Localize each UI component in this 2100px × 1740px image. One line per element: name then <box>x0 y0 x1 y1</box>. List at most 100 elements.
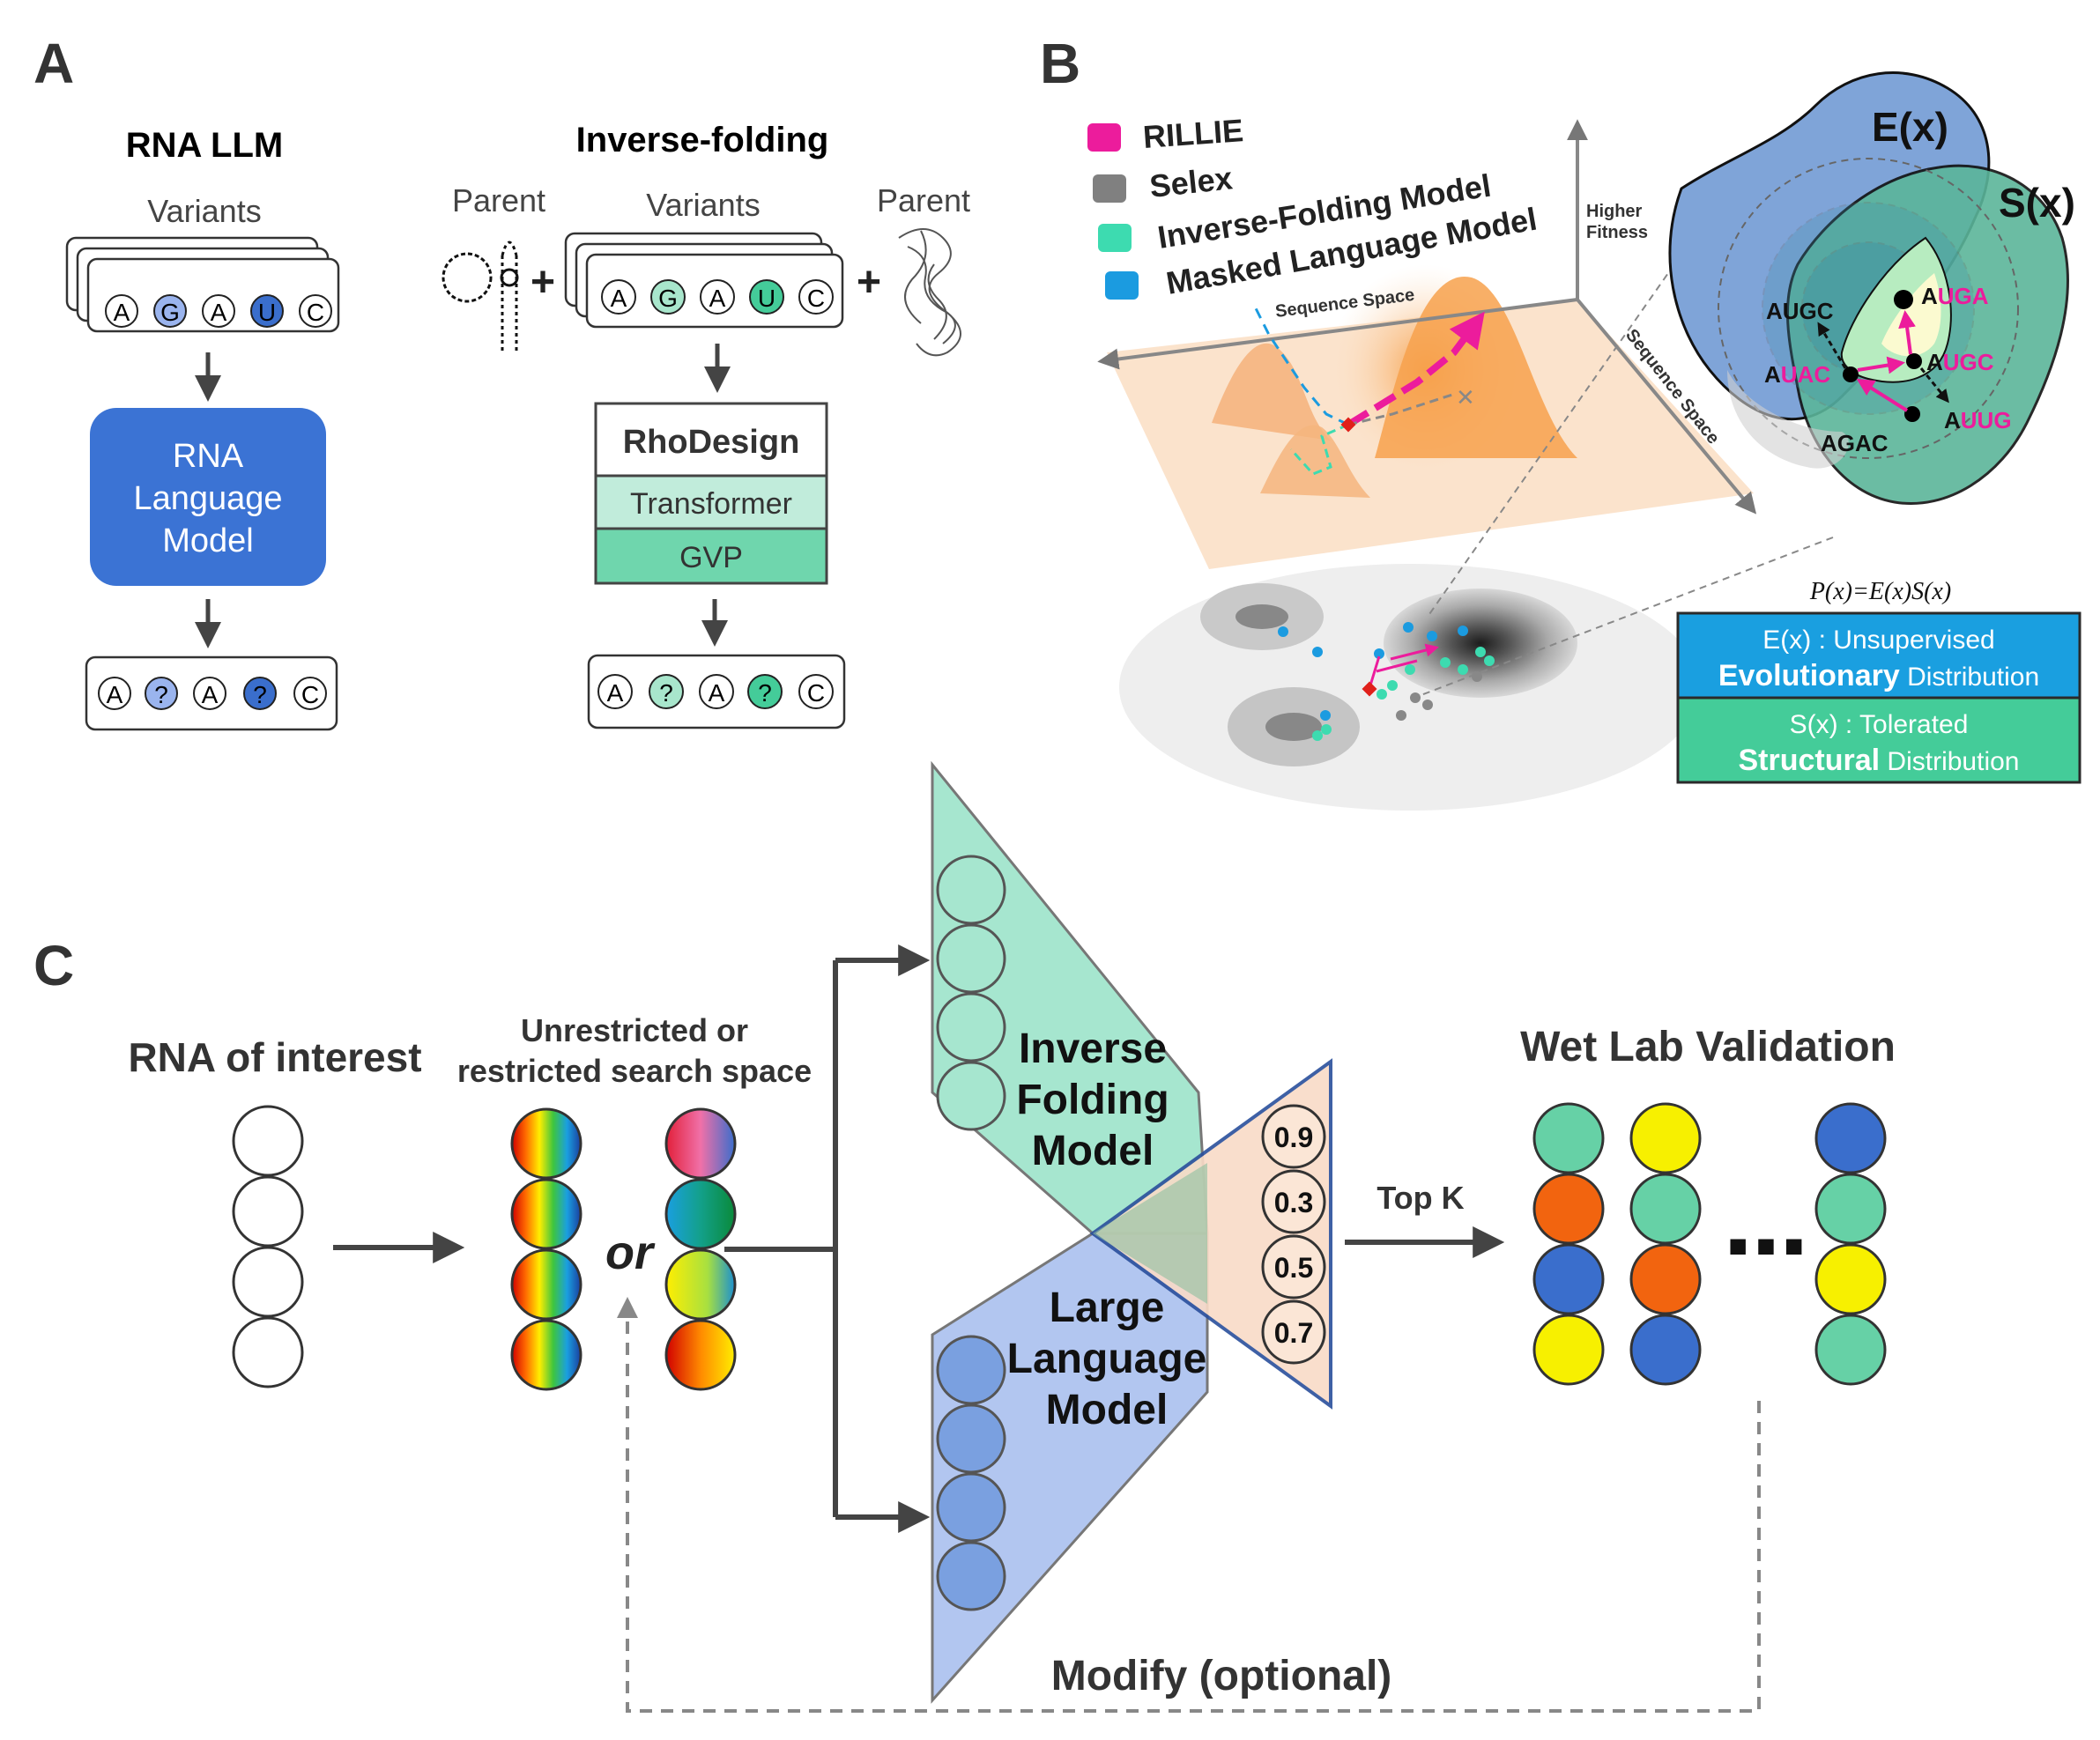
score-3: 0.7 <box>1274 1317 1313 1349</box>
panel-b-label: B <box>1040 32 1080 95</box>
inverse-output-seq: A ? A ? C <box>597 674 834 709</box>
wet-lab-column-3 <box>1814 1102 1887 1386</box>
plus-right: + <box>857 259 881 306</box>
parent-left-label: Parent <box>452 182 545 218</box>
legend-swatch-masked-lm <box>1105 271 1139 300</box>
rna-llm-out-3: ? <box>253 681 267 708</box>
rna-llm-output-seq: A ? A ? C <box>98 677 327 710</box>
inv-in-2: A <box>709 285 726 312</box>
higher-fitness-line2: Fitness <box>1586 223 1648 242</box>
seq-auac: AUAC <box>1764 361 1830 388</box>
rna-llm-model-line-2: Language <box>133 480 282 517</box>
ex-distribution-box <box>1676 611 2081 700</box>
search-space-line1: Unrestricted or <box>521 1012 748 1048</box>
inverse-folding-line1: Inverse <box>1019 1025 1167 1072</box>
seq-agac: AGAC <box>1821 430 1889 456</box>
sx-label: S(x) <box>1999 180 2075 226</box>
sx-box-line2: Structural Distribution <box>1739 744 2020 777</box>
large-language-beads <box>936 1335 1006 1611</box>
rna-language-model-box <box>90 408 326 586</box>
wet-lab-column-1 <box>1532 1102 1605 1386</box>
score-circles: 0.9 0.3 0.5 0.7 <box>1261 1104 1326 1365</box>
rna-llm-out-2: A <box>202 681 219 708</box>
parent-right-label: Parent <box>877 182 970 218</box>
search-space-line2: restricted search space <box>457 1053 812 1089</box>
legend-swatch-inverse-folding <box>1098 224 1132 252</box>
modify-feedback-loop <box>626 1313 1761 1713</box>
inverse-folding-title: Inverse-folding <box>576 121 829 159</box>
rna-llm-in-3: U <box>258 299 276 326</box>
inv-in-4: C <box>807 285 825 312</box>
rna-llm-in-2: A <box>211 299 227 326</box>
legend-swatch-rillie <box>1087 123 1121 152</box>
rhodesign-title: RhoDesign <box>623 424 800 461</box>
inv-out-3: ? <box>758 679 772 707</box>
gvp-label: GVP <box>679 541 743 574</box>
rna-llm-in-1: G <box>160 299 180 326</box>
rna-llm-model-line-3: Model <box>162 522 254 559</box>
seq-augc-top: AUGC <box>1766 298 1834 324</box>
inv-in-0: A <box>611 285 627 312</box>
higher-fitness-line1: Higher <box>1586 202 1643 221</box>
rna-llm-title: RNA LLM <box>126 126 283 165</box>
landscape-trajectories: ✕ <box>1254 307 1485 476</box>
legend-label-selex: Selex <box>1148 159 1235 204</box>
wet-lab-label: Wet Lab Validation <box>1520 1024 1896 1070</box>
inv-out-1: ? <box>659 679 673 707</box>
shadow-plane <box>1119 564 1701 811</box>
restricted-beads <box>664 1107 737 1391</box>
sequence-axis-x <box>1097 298 1578 370</box>
wet-lab-ellipsis: ■ ■ ■ <box>1728 1227 1803 1263</box>
seq-auug: AUUG <box>1944 407 2012 433</box>
rna-llm-out-1: ? <box>154 681 168 708</box>
rna-of-interest-beads <box>232 1105 304 1388</box>
score-0: 0.9 <box>1274 1122 1313 1153</box>
large-language-line1: Large <box>1050 1285 1165 1331</box>
plus-left: + <box>531 259 555 306</box>
wet-lab-column-2 <box>1629 1102 1702 1386</box>
panel-c-label: C <box>33 934 74 997</box>
inverse-folding-line2: Folding <box>1016 1077 1169 1123</box>
rna-llm-model-line-1: RNA <box>173 438 244 475</box>
fitness-landscape <box>1107 264 1754 811</box>
inv-out-0: A <box>607 679 624 707</box>
inverse-variants-label: Variants <box>646 187 760 223</box>
inv-in-3: U <box>758 285 775 312</box>
rna-of-interest-label: RNA of interest <box>128 1034 421 1080</box>
inverse-variant-stack <box>564 232 844 329</box>
formula: P(x)=E(x)S(x) <box>1809 578 1951 605</box>
modify-label: Modify (optional) <box>1051 1653 1392 1699</box>
rna-llm-out-4: C <box>301 681 319 708</box>
sequence-nodes <box>1817 290 1949 422</box>
score-2: 0.5 <box>1274 1252 1313 1284</box>
legend-label-rillie: RILLIE <box>1142 112 1245 155</box>
inv-out-4: C <box>807 679 825 707</box>
sx-box-line1: S(x) : Tolerated <box>1790 710 1969 739</box>
ex-label: E(x) <box>1872 104 1948 150</box>
seq-auga: AUGA <box>1921 283 1989 309</box>
legend: RILLIE Selex Inverse-Folding Model Maske… <box>1087 112 1540 301</box>
transformer-label: Transformer <box>630 487 792 521</box>
large-language-line2: Language <box>1007 1336 1207 1382</box>
ex-box-line2: Evolutionary Distribution <box>1718 659 2039 692</box>
unrestricted-beads <box>510 1107 583 1391</box>
inverse-folding-line3: Model <box>1032 1128 1154 1174</box>
feedback-arrowhead <box>617 1297 638 1318</box>
sequence-axis-z <box>1576 298 1757 515</box>
score-1: 0.3 <box>1274 1187 1313 1218</box>
contour-points <box>1278 622 1495 741</box>
rna-llm-in-4: C <box>307 299 324 326</box>
inv-out-2: A <box>709 679 725 707</box>
rhodesign-box <box>594 402 828 478</box>
svg-text:✕: ✕ <box>1456 384 1475 411</box>
sx-distribution-box <box>1676 696 2081 784</box>
inv-in-1: G <box>658 285 678 312</box>
panel-a-label: A <box>33 32 74 95</box>
large-language-line3: Model <box>1046 1387 1169 1433</box>
rna-llm-input-seq: A G A U C <box>105 294 332 328</box>
ex-box-line1: E(x) : Unsupervised <box>1762 626 1994 655</box>
rna-3d-structure-icon <box>898 228 961 357</box>
rna-llm-out-0: A <box>107 681 123 708</box>
transformer-layer <box>594 474 828 530</box>
